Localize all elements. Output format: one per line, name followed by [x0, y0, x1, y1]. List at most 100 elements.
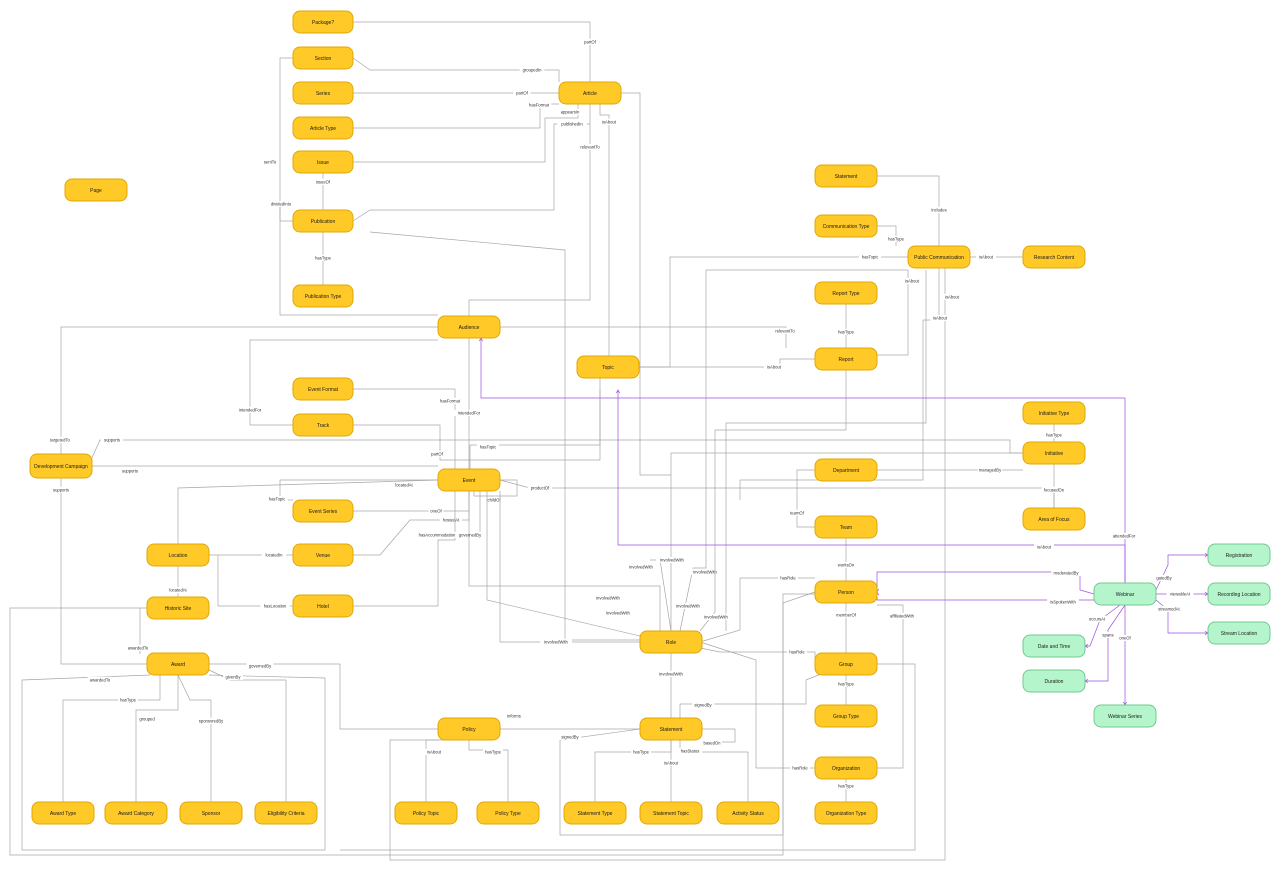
edge-label-relevantTo: relevantTo: [580, 145, 600, 150]
edge-label-isAbout: isAbout: [602, 120, 617, 125]
node-label: Organization Type: [826, 811, 867, 817]
node-label: Recording Location: [1217, 592, 1260, 598]
node-label: Series: [316, 91, 331, 97]
node-label: Award: [171, 662, 185, 668]
node-research-content[interactable]: Research Content: [1022, 245, 1086, 269]
node-section[interactable]: Section: [292, 46, 354, 70]
node-department[interactable]: Department: [814, 458, 878, 482]
node-recording-location[interactable]: Recording Location: [1207, 582, 1271, 606]
node-group[interactable]: Group: [814, 652, 878, 676]
edge-locatedAt-33: [177, 479, 439, 544]
node-policy[interactable]: Policy: [437, 717, 501, 741]
node-public-communication[interactable]: Public Communication: [907, 245, 971, 269]
node-label: Eligibility Criteria: [268, 811, 305, 817]
node-series[interactable]: Series: [292, 81, 354, 105]
node-report-type[interactable]: Report Type: [814, 281, 878, 305]
node-box: [558, 81, 622, 105]
node-activity-status[interactable]: Activity Status: [716, 801, 780, 825]
node-article[interactable]: Article: [558, 81, 622, 105]
edge-grouped-50: [135, 675, 179, 802]
node-person[interactable]: Person: [814, 580, 878, 604]
node-award-category[interactable]: Award Category: [104, 801, 168, 825]
node-role[interactable]: Role: [639, 630, 703, 654]
node-award[interactable]: Award: [146, 652, 210, 676]
node-box: [292, 116, 354, 140]
edge-label-background: [672, 602, 704, 609]
edge-label-background: [702, 739, 722, 746]
node-organization-type[interactable]: Organization Type: [814, 801, 878, 825]
node-publication-type[interactable]: Publication Type: [292, 284, 354, 308]
node-webinar-series[interactable]: Webinar Series: [1093, 704, 1157, 728]
node-registration[interactable]: Registration: [1207, 543, 1271, 567]
node-hotel[interactable]: Hotel: [292, 594, 354, 618]
edge-label-background: [137, 715, 157, 722]
node-statement-note[interactable]: Statement: [814, 164, 878, 188]
edge-label-spans: spans: [1102, 633, 1113, 638]
node-team[interactable]: Team: [814, 515, 878, 539]
node-event[interactable]: Event: [437, 468, 501, 492]
node-statement-topic[interactable]: Statement Topic: [639, 801, 703, 825]
node-page[interactable]: Page: [64, 178, 128, 202]
edge-label-background: [235, 406, 265, 413]
edge-label-background: [677, 747, 703, 754]
edge-label-hasType: hasType: [838, 784, 855, 789]
node-label: Event Format: [308, 387, 339, 393]
edge-label-supports: supports: [122, 469, 138, 474]
node-group-type[interactable]: Group Type: [814, 704, 878, 728]
edge-label-hasTopic: hasTopic: [480, 445, 497, 450]
node-statement-type[interactable]: Statement Type: [563, 801, 627, 825]
node-communication-type[interactable]: Communication Type: [814, 214, 878, 238]
node-report[interactable]: Report: [814, 347, 878, 371]
edge-label-hasType: hasType: [1046, 433, 1063, 438]
node-duration[interactable]: Duration: [1022, 669, 1086, 693]
node-label: Policy Type: [495, 811, 521, 817]
node-label: Date and Time: [1038, 644, 1071, 650]
edge-groupedIn-1: [352, 57, 560, 82]
edge-label-teamOf: teamOf: [790, 511, 805, 516]
edge-isAbout-53: [425, 739, 439, 802]
node-label: Initiative Type: [1039, 411, 1070, 417]
node-box: [814, 652, 878, 676]
node-policy-type[interactable]: Policy Type: [476, 801, 540, 825]
edge-label-partOf: partOf: [584, 40, 596, 45]
edge-involvedWith-66: [679, 269, 908, 632]
edge-involvedWith-61: [499, 491, 640, 643]
node-date-and-time[interactable]: Date and Time: [1022, 634, 1086, 658]
node-venue[interactable]: Venue: [292, 543, 354, 567]
node-issue[interactable]: Issue: [292, 150, 354, 174]
node-box: [1093, 582, 1157, 606]
node-policy-topic[interactable]: Policy Topic: [394, 801, 458, 825]
node-initiative[interactable]: Initiative: [1022, 441, 1086, 465]
node-organization[interactable]: Organization: [814, 756, 878, 780]
edge-label-background: [1155, 605, 1183, 612]
node-award-type[interactable]: Award Type: [31, 801, 95, 825]
node-topic[interactable]: Topic: [576, 355, 640, 379]
node-stream-location[interactable]: Stream Location: [1207, 621, 1271, 645]
node-track[interactable]: Track: [292, 413, 354, 437]
node-webinar[interactable]: Webinar: [1093, 582, 1157, 606]
edge-label-hasAccommodation: hasAccommodation: [419, 533, 456, 538]
edge-streamedAt-89: [1155, 599, 1208, 634]
node-publication[interactable]: Publication: [292, 209, 354, 233]
node-sponsor[interactable]: Sponsor: [179, 801, 243, 825]
node-area-of-focus[interactable]: Area of Focus: [1022, 507, 1086, 531]
node-eligibility-criteria[interactable]: Eligibility Criteria: [254, 801, 318, 825]
edge-label-background: [1085, 615, 1109, 622]
node-package[interactable]: Package?: [292, 10, 354, 34]
node-historic-site[interactable]: Historic Site: [146, 596, 210, 620]
node-development-campaign[interactable]: Development Campaign: [29, 453, 93, 479]
node-box: [1093, 704, 1157, 728]
edge-label-isAbout: isAbout: [664, 761, 679, 766]
node-initiative-type[interactable]: Initiative Type: [1022, 401, 1086, 425]
node-event-format[interactable]: Event Format: [292, 377, 354, 401]
node-label: Communication Type: [823, 224, 870, 230]
node-event-series[interactable]: Event Series: [292, 499, 354, 523]
node-audience[interactable]: Audience: [437, 315, 501, 339]
node-label: Role: [666, 640, 677, 646]
node-label: Publication: [311, 219, 336, 225]
edge-label-partOf: partOf: [516, 91, 528, 96]
node-statement[interactable]: Statement: [639, 717, 703, 741]
node-location[interactable]: Location: [146, 543, 210, 567]
node-article-type[interactable]: Article Type: [292, 116, 354, 140]
edge-label-background: [246, 662, 274, 669]
